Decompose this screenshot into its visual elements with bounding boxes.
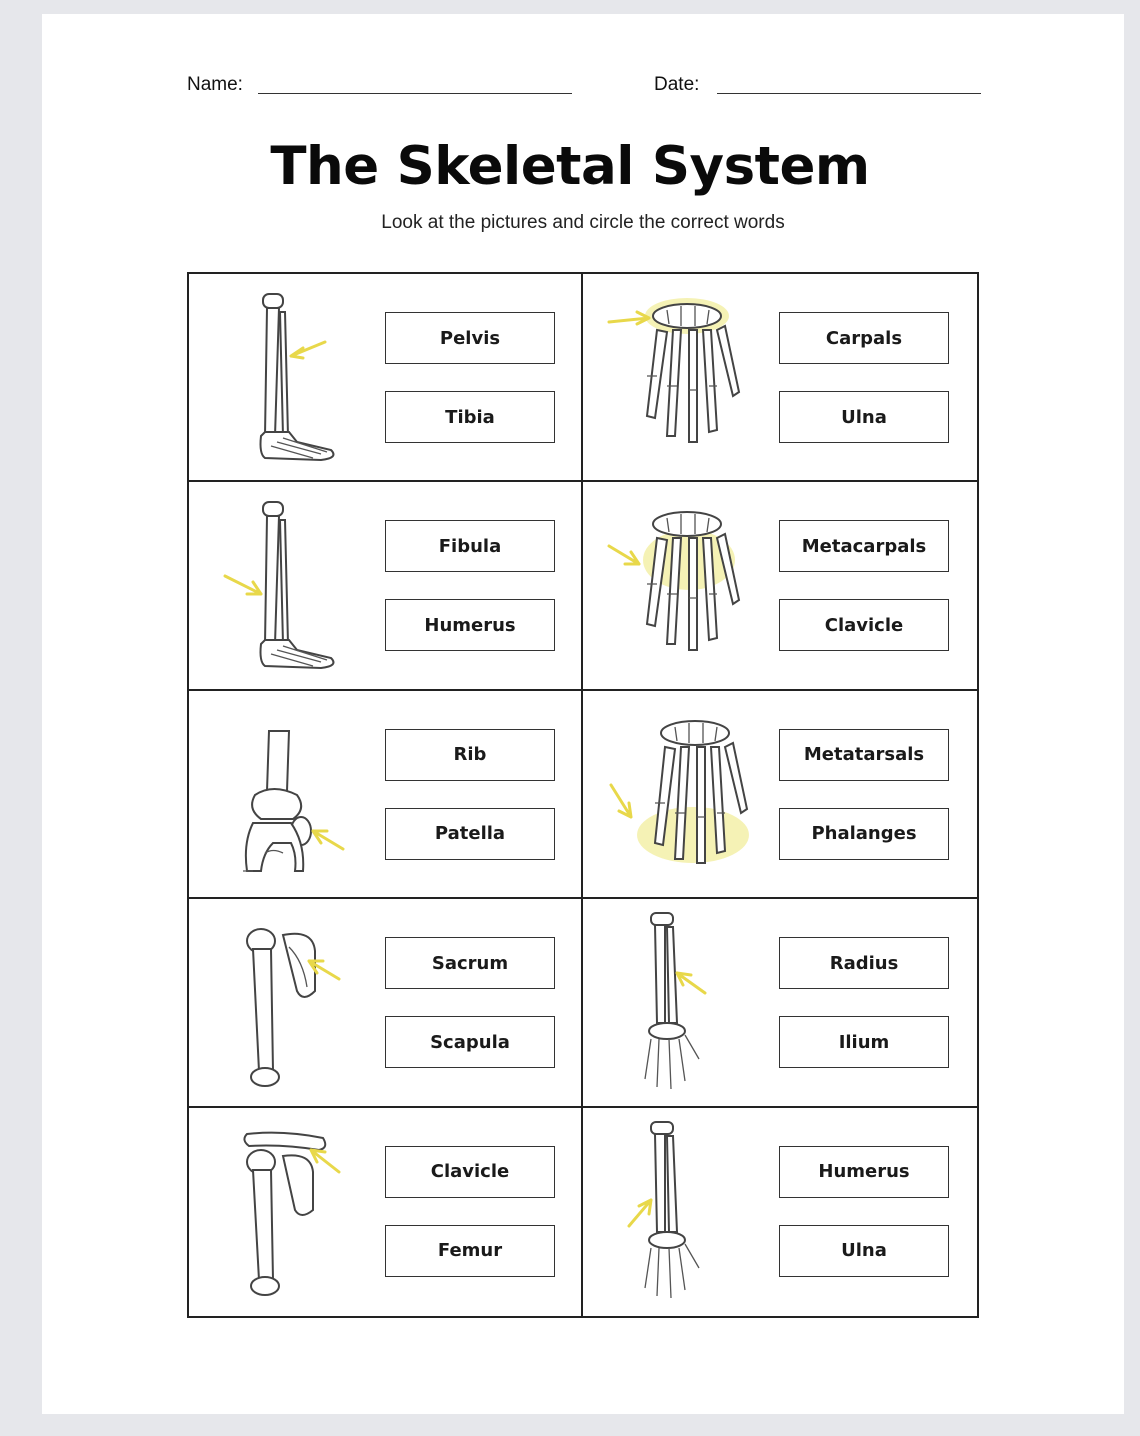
answer-option[interactable]: Clavicle: [385, 1145, 555, 1198]
answer-option[interactable]: Pelvis: [385, 312, 555, 364]
answer-option[interactable]: Femur: [385, 1224, 555, 1277]
leg-bones-icon: [223, 501, 335, 670]
question-cell: Rib Patella: [189, 690, 583, 900]
question-cell: Clavicle Femur: [189, 1107, 583, 1316]
date-line[interactable]: [717, 93, 981, 94]
page-title: The Skeletal System: [270, 136, 870, 197]
hand-bones-icon: [609, 719, 749, 864]
answer-option[interactable]: Phalanges: [779, 807, 949, 860]
name-label: Name:: [187, 74, 243, 95]
question-grid: Pelvis Tibia Carpals Ulna Fibula: [187, 272, 979, 1318]
forearm-hand-icon: [627, 1120, 700, 1298]
answer-option[interactable]: Fibula: [385, 520, 555, 573]
name-line[interactable]: [258, 93, 572, 94]
instructions: Look at the pictures and circle the corr…: [381, 212, 785, 233]
answer-option[interactable]: Tibia: [385, 391, 555, 443]
worksheet-page: [42, 14, 1124, 1414]
answer-option[interactable]: Ulna: [779, 391, 949, 443]
answer-option[interactable]: Radius: [779, 937, 949, 990]
knee-joint-icon: [243, 729, 345, 872]
question-cell: Radius Ilium: [583, 899, 977, 1108]
answer-option[interactable]: Metacarpals: [779, 520, 949, 573]
question-cell: Sacrum Scapula: [189, 899, 583, 1108]
answer-option[interactable]: Ulna: [779, 1224, 949, 1277]
answer-option[interactable]: Patella: [385, 807, 555, 860]
hand-bones-icon: [607, 511, 741, 652]
shoulder-arm-icon: [246, 928, 341, 1088]
answer-option[interactable]: Metatarsals: [779, 728, 949, 781]
question-cell: Metatarsals Phalanges: [583, 691, 977, 900]
answer-option[interactable]: Sacrum: [385, 937, 555, 990]
answer-option[interactable]: Ilium: [779, 1016, 949, 1069]
question-cell: Humerus Ulna: [583, 1108, 977, 1316]
question-cell: Pelvis Tibia: [189, 274, 583, 483]
hand-bones-icon: [607, 298, 741, 443]
answer-option[interactable]: Scapula: [385, 1016, 555, 1069]
answer-option[interactable]: Humerus: [779, 1145, 949, 1198]
leg-bones-icon: [259, 293, 335, 462]
question-cell: Carpals Ulna: [583, 274, 977, 483]
forearm-hand-icon: [644, 912, 707, 1090]
answer-option[interactable]: Rib: [385, 728, 555, 781]
question-cell: Fibula Humerus: [189, 482, 583, 691]
answer-option[interactable]: Carpals: [779, 312, 949, 364]
question-cell: Metacarpals Clavicle: [583, 482, 977, 691]
shoulder-arm-icon: [243, 1131, 341, 1296]
answer-option[interactable]: Clavicle: [779, 599, 949, 652]
answer-option[interactable]: Humerus: [385, 599, 555, 652]
date-label: Date:: [654, 74, 700, 95]
